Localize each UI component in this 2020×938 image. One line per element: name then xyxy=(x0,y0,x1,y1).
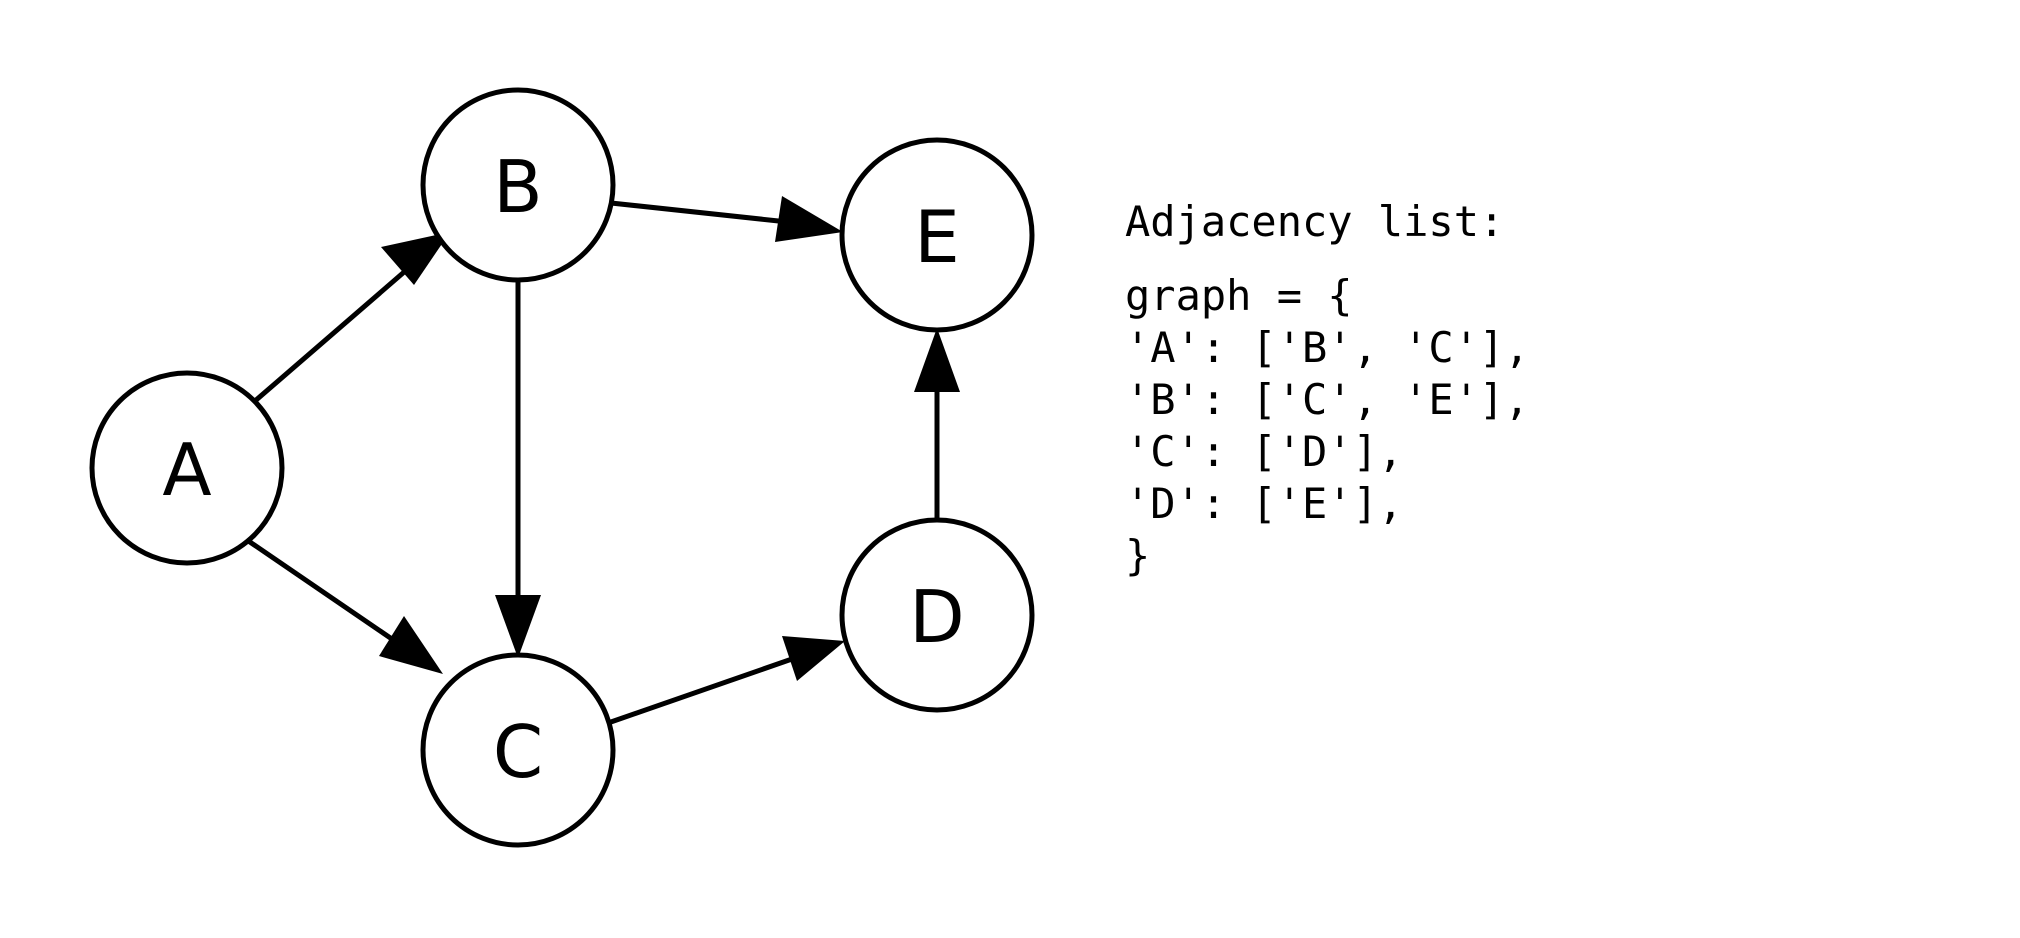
node-b-circle xyxy=(420,87,616,283)
node-a[interactable]: A xyxy=(89,370,285,566)
adjacency-list-panel: Adjacency list: graph = { 'A': ['B', 'C'… xyxy=(1125,196,1945,582)
code-line-graph-close: } xyxy=(1125,531,1151,580)
node-e-label: E xyxy=(914,195,960,279)
edge-c-to-d-arrowhead xyxy=(782,636,845,681)
code-line-graph-open: graph = { xyxy=(1125,271,1353,320)
edge-b-to-c-arrowhead xyxy=(495,595,541,658)
node-d-label: D xyxy=(909,575,964,659)
edge-b-to-e-line xyxy=(610,200,789,225)
edge-b-to-c[interactable] xyxy=(495,280,541,658)
node-b[interactable]: B xyxy=(420,87,616,283)
node-b-label: B xyxy=(493,145,542,229)
node-e[interactable]: E xyxy=(839,137,1035,333)
node-d[interactable]: D xyxy=(839,517,1035,713)
edge-d-to-e[interactable] xyxy=(914,328,960,520)
panel-spacer xyxy=(1125,248,1945,270)
node-a-label: A xyxy=(162,428,211,512)
code-line-a: 'A': ['B', 'C'], xyxy=(1125,323,1530,372)
edge-a-to-c-arrowhead xyxy=(379,616,443,674)
edge-a-to-b-line xyxy=(253,258,420,403)
edge-b-to-e-arrowhead xyxy=(775,196,843,242)
edge-a-to-c-line xyxy=(245,537,410,653)
edge-a-to-c[interactable] xyxy=(245,537,443,674)
adjacency-list-heading: Adjacency list: xyxy=(1125,197,1505,246)
nodes-group: A B C D E xyxy=(89,87,1035,848)
node-e-circle xyxy=(839,137,1035,333)
edge-c-to-d[interactable] xyxy=(607,636,845,726)
edge-a-to-b[interactable] xyxy=(253,232,450,403)
edges-group xyxy=(245,196,960,726)
node-c-label: C xyxy=(493,710,543,794)
node-d-circle xyxy=(839,517,1035,713)
code-line-b: 'B': ['C', 'E'], xyxy=(1125,375,1530,424)
edge-d-to-e-arrowhead xyxy=(914,328,960,392)
edge-b-to-e[interactable] xyxy=(610,196,843,242)
code-line-d: 'D': ['E'], xyxy=(1125,479,1404,528)
edge-c-to-d-line xyxy=(607,656,793,726)
node-c[interactable]: C xyxy=(420,652,616,848)
edge-a-to-b-arrowhead xyxy=(381,232,450,285)
code-line-c: 'C': ['D'], xyxy=(1125,427,1404,476)
node-c-circle xyxy=(420,652,616,848)
node-a-circle xyxy=(89,370,285,566)
